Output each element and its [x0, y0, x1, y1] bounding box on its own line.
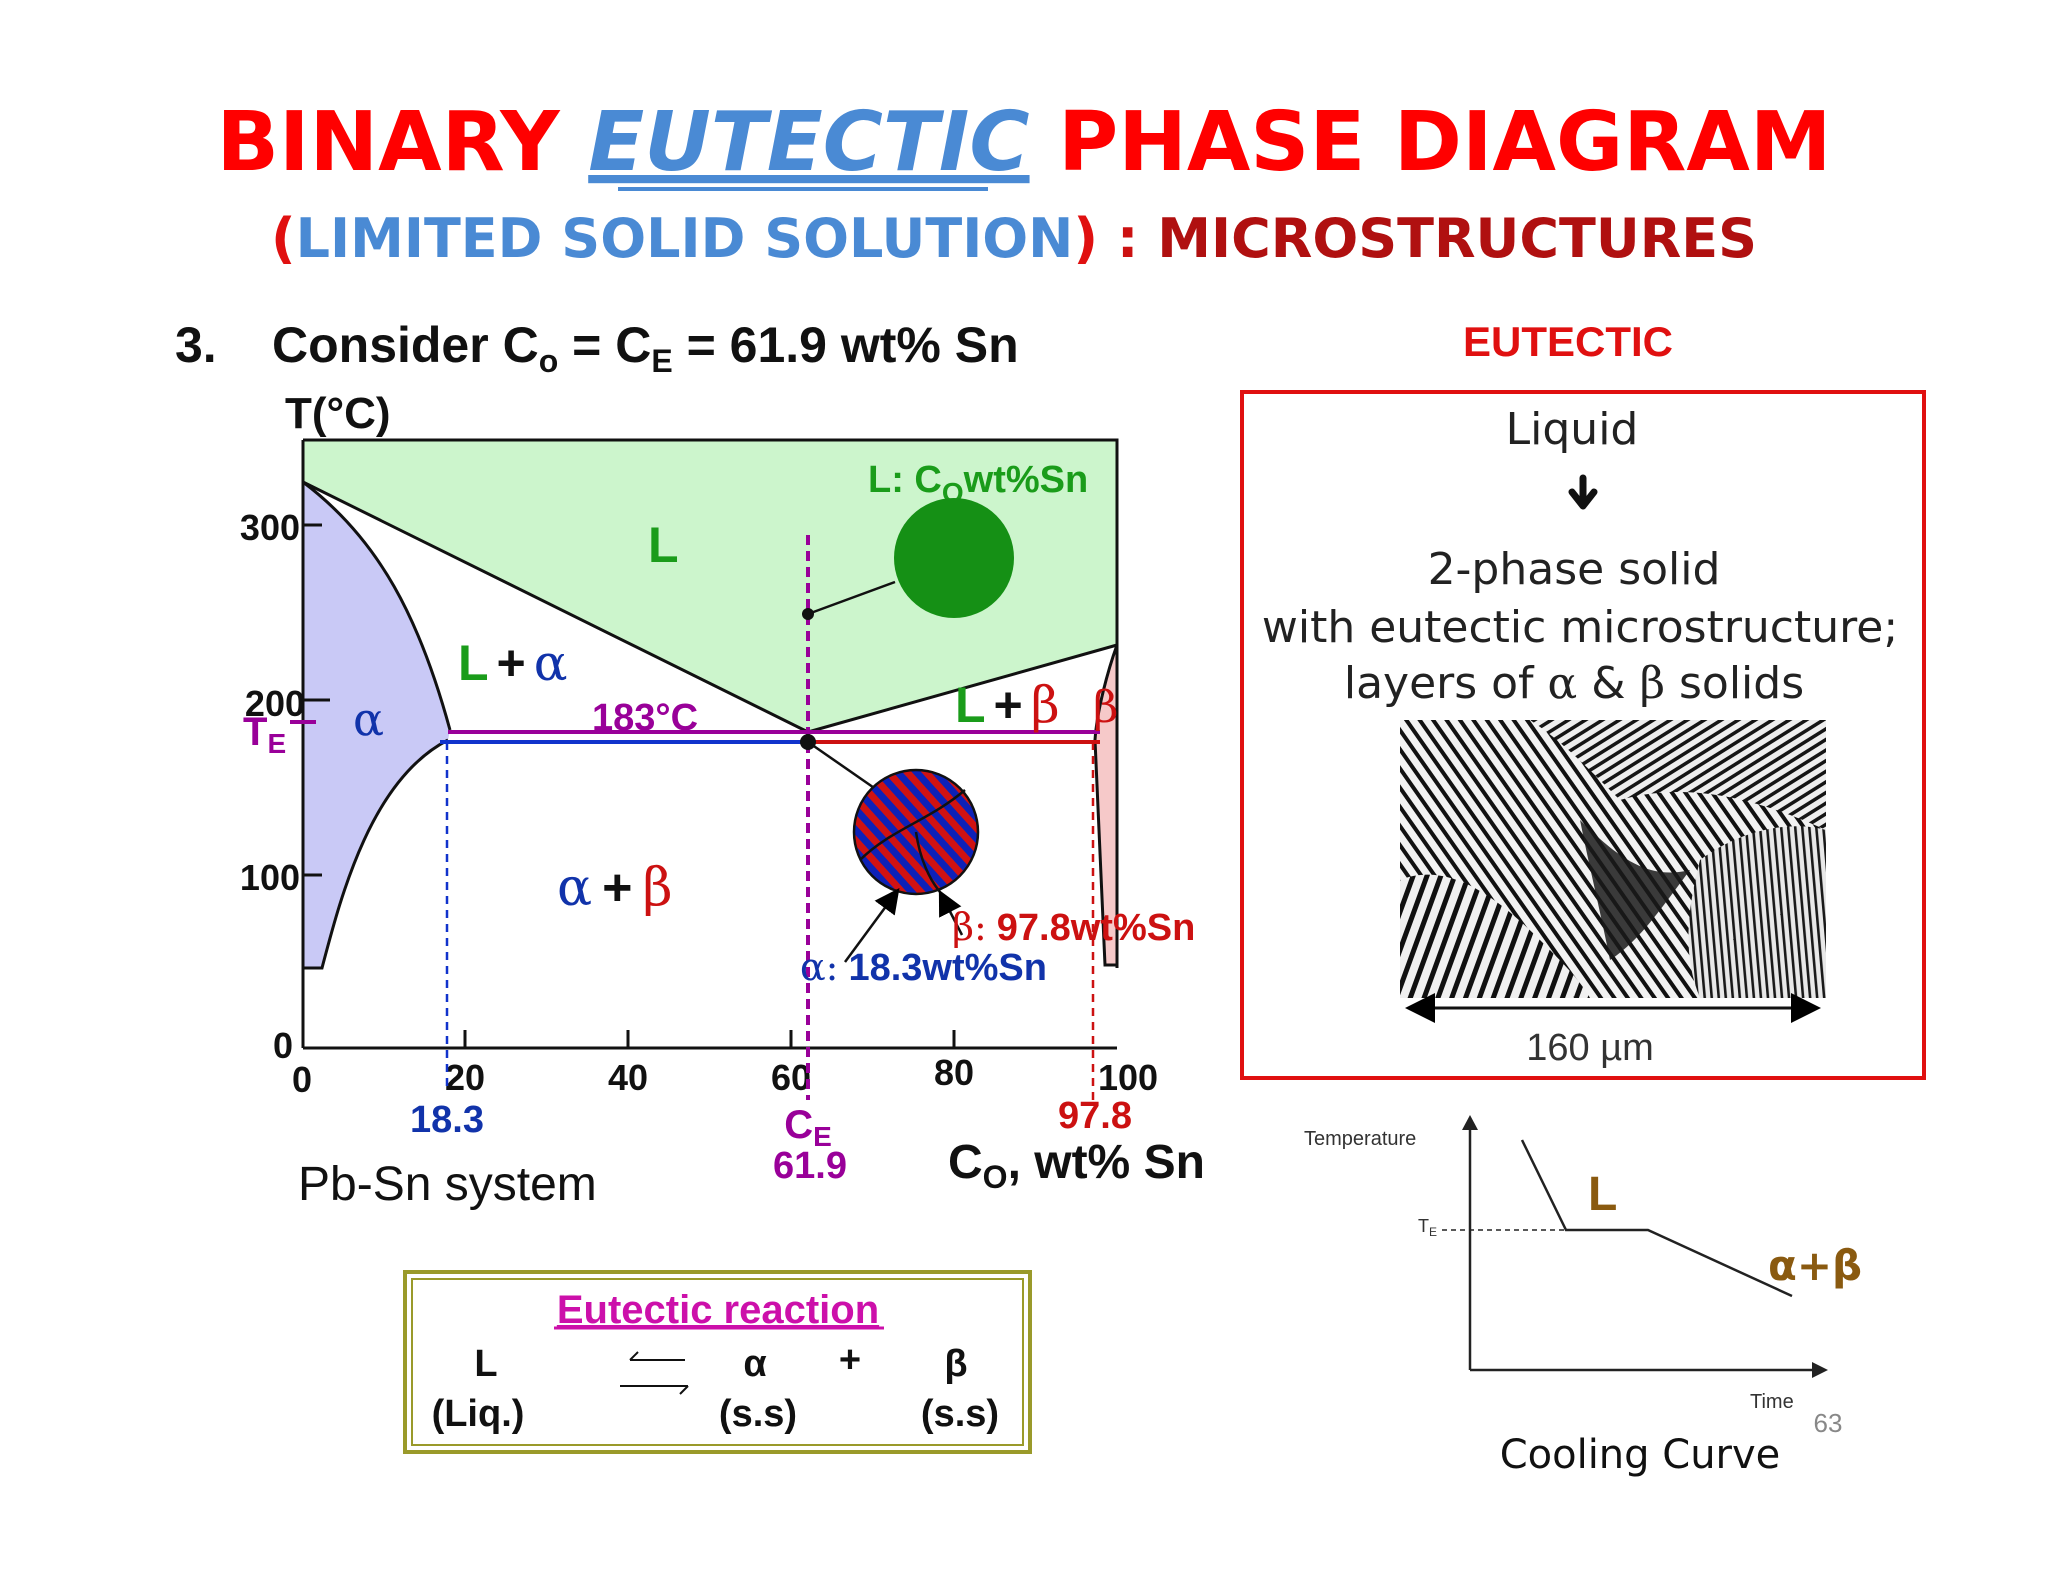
forward-arrow-icon [620, 1385, 689, 1395]
label-region-alpha: α [353, 692, 384, 746]
eutectic-temperature-label: 183°C [592, 697, 698, 739]
y-tick-label-100: 100 [240, 857, 300, 898]
eutectic-liquid: Liquid [1506, 404, 1639, 455]
eutectic-reaction-box: Eutectic reaction L (Liq.) α + β (s.s) (… [403, 1270, 1032, 1454]
scale-label: 160 µm [1526, 1027, 1654, 1069]
marker-18-3: 18.3 [410, 1099, 484, 1141]
cooling-x-label: Time [1750, 1391, 1794, 1413]
reaction-box-inner [411, 1278, 1024, 1446]
eutectic-line2: with eutectic microstructure; [1262, 602, 1898, 653]
marker-ce: CE [784, 1103, 832, 1152]
cooling-curve-line [1520, 1139, 1793, 1298]
marker-61-9: 61.9 [773, 1145, 847, 1187]
y-tick-label-300: 300 [240, 507, 300, 548]
cooling-ab-label: α+β [1768, 1241, 1862, 1290]
grain-boundary [859, 789, 966, 861]
liquid-composition-label: L: COwt%Sn [868, 459, 1088, 508]
eutectic-line3: layers of α & β solids [1344, 658, 1804, 709]
alpha-composition-label: α:18.3wt%Sn [800, 945, 1047, 989]
x-tick-label-20: 20 [445, 1057, 485, 1098]
solvus-alpha [303, 738, 449, 970]
grain-boundary-2 [914, 831, 941, 893]
reaction-beta-sub: (s.s) [921, 1393, 999, 1435]
cooling-y-arrow-icon [1462, 1115, 1478, 1130]
consider-text: Consider Co = CE = 61.9 wt% Sn [272, 317, 1019, 379]
region-liquid [303, 440, 1117, 732]
liquidus-right [807, 643, 1118, 734]
label-region-beta: β [1093, 682, 1118, 733]
cooling-x-arrow-icon [1812, 1362, 1828, 1378]
reaction-plus: + [839, 1339, 861, 1381]
x-tick-label-80: 80 [934, 1052, 974, 1093]
liquid-leader-line [807, 580, 896, 616]
label-region-l-alpha: L+α [458, 634, 568, 692]
system-label: Pb-Sn system [298, 1158, 597, 1211]
reaction-alpha-sub: (s.s) [719, 1393, 797, 1435]
solvus-beta [1093, 644, 1119, 967]
cooling-caption: Cooling Curve [1500, 1432, 1781, 1478]
phase-diagram: T(°C) 300 200 100 0 [240, 389, 1205, 1211]
reaction-title: Eutectic reaction [557, 1288, 879, 1332]
label-region-alpha-beta: α+β [557, 858, 673, 918]
liquid-point [802, 608, 814, 620]
te-label: TE [243, 710, 286, 759]
y-axis-title: T(°C) [285, 389, 391, 438]
beta-composition-label: β:97.8wt%Sn [952, 905, 1195, 949]
micrograph [1400, 720, 1826, 998]
label-region-l: L [648, 517, 679, 573]
region-alpha [303, 482, 450, 968]
liquidus-left [302, 480, 809, 734]
slide-title: BINARY EUTECTIC PHASE DIAGRAM [217, 95, 1832, 190]
down-arrow-icon [1568, 474, 1598, 510]
y-tick-label-0: 0 [273, 1025, 293, 1066]
reverse-arrow-icon [629, 1351, 685, 1361]
reaction-beta: β [944, 1343, 967, 1385]
eutectic-line1: 2-phase solid [1428, 544, 1721, 595]
alpha-arrow [843, 887, 900, 963]
x-axis-title: CO, wt% Sn [948, 1136, 1205, 1195]
cooling-te-label: TE [1418, 1216, 1437, 1239]
x-tick-label-0: 0 [292, 1059, 312, 1100]
eutectic-leader-line [807, 740, 881, 794]
reaction-l-sub: (Liq.) [432, 1393, 525, 1435]
page-number: 63 [1814, 1408, 1843, 1438]
liquid-droplet [894, 498, 1014, 618]
eutectic-panel: EUTECTIC Liquid 2-phase solid with eutec… [1240, 318, 1926, 1080]
cooling-l-label: L [1588, 1168, 1617, 1221]
reaction-alpha: α [743, 1343, 766, 1385]
diagram-frame [303, 438, 1119, 968]
cooling-y-label: Temperature [1304, 1128, 1416, 1150]
y-tick-label-200: 200 [245, 683, 305, 724]
x-tick-label-40: 40 [608, 1057, 648, 1098]
x-tick-label-100: 100 [1098, 1057, 1158, 1098]
x-tick-label-60: 60 [771, 1057, 811, 1098]
cooling-curve: Temperature TE L α+β Time Cooling Curve [1304, 1115, 1862, 1478]
reaction-box-outer [403, 1270, 1032, 1454]
solidus-alpha [302, 480, 452, 731]
consider-number: 3. [175, 317, 217, 373]
reaction-l: L [474, 1343, 497, 1385]
slide-subtitle: (LIMITED SOLID SOLUTION) : MICROSTRUCTUR… [271, 207, 1757, 270]
eutectic-heading: EUTECTIC [1463, 318, 1673, 365]
beta-arrow [938, 889, 964, 936]
label-region-l-beta: L+β [955, 676, 1060, 734]
marker-97-8: 97.8 [1058, 1095, 1132, 1137]
region-beta [1095, 645, 1117, 965]
